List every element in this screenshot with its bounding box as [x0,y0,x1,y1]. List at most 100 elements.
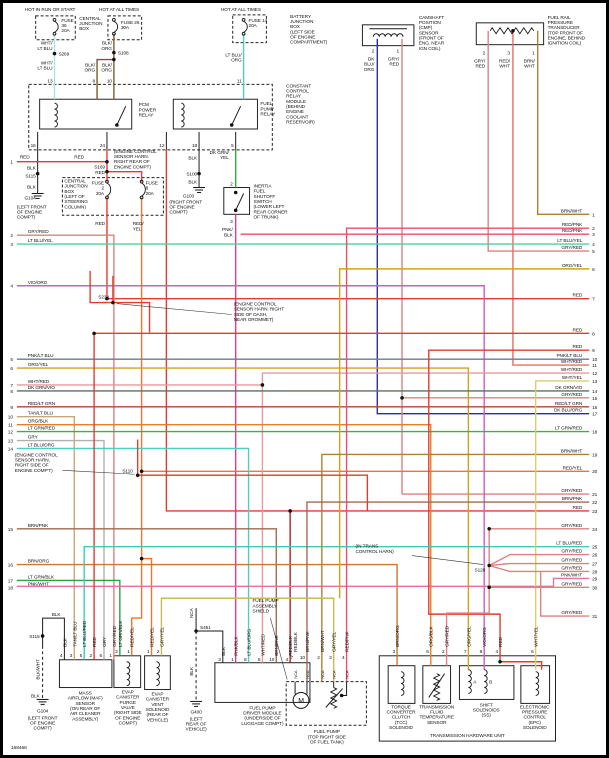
label: 2 [442,649,445,655]
junction-dot [487,527,491,531]
label: HOT AT ALL TIMES [99,7,139,13]
junction-dot [400,396,404,400]
label: 1 [109,653,112,659]
label: GRY/RED [561,488,583,494]
label: 4 [496,649,499,655]
label: GRY/RED [561,610,583,616]
label: RED/WHT [499,59,511,70]
label: G104 [24,195,36,201]
wire-wht_red [261,372,590,663]
junction-dot [339,693,344,698]
label: NCA [293,670,298,679]
wire-lt_grn_blk [16,579,121,656]
label: RED/YEL [130,627,136,647]
label: 21 [592,492,598,498]
label: G104 [37,708,49,714]
coil-icon [181,102,185,128]
label: LT BLU/ORG [247,629,253,656]
label: S115 [25,174,36,180]
junction-dot [115,123,119,127]
motor-icon-label: M [298,698,304,705]
label: RED [498,636,504,646]
label: GRY [102,636,108,647]
label: RED [573,327,583,333]
label: GRY/RED [561,558,583,564]
label: GRY/YEL [159,627,165,647]
motor-icon [292,692,310,709]
label: RED/YEL [150,627,156,647]
label: RED/LT GRN [555,401,583,407]
label: WHT/YEL [562,375,583,381]
label: 6 [426,649,429,655]
label: NCA [332,670,337,679]
label: 1 [592,212,595,218]
coil-icon [372,33,404,37]
label: 17 [8,578,14,584]
label: 9 [592,348,595,354]
label: WHT/RED [561,367,583,373]
resistor-icon [432,673,441,701]
wire-red_yel [141,557,153,656]
wire-org_blk [16,423,432,666]
label: 168466 [11,745,27,751]
label: 17 [592,412,598,418]
wire-gry_red [487,30,590,252]
label: 28 [592,569,598,575]
label: 13 [592,379,598,385]
wire-gry_red [489,562,590,567]
label: RED/PNK [562,228,583,234]
label: GRY/RED [388,57,400,68]
label: 3 [218,657,221,663]
label: A [473,680,477,686]
fuse-icon [141,182,146,197]
label: ORG/YEL [562,263,583,269]
label: BLK [52,612,62,618]
component-box [361,24,415,47]
junction-dot [105,296,109,301]
label: 16 [8,563,14,569]
wire-blk [196,630,224,663]
label: TRANSMISSION HARDWARE UNIT [430,733,505,739]
label: LT BLU/RED [556,541,583,547]
label: 7 [464,649,467,655]
label: 16 [592,405,598,411]
callout-leader [270,618,288,680]
coil-icon [484,669,488,694]
label: WHT/RED [28,379,50,385]
component-box [39,98,133,130]
wire-red_yel [131,197,143,656]
label: 11 [8,423,13,429]
junction-dot [498,659,502,664]
fuse-icon [112,18,116,22]
label: BLK [189,666,195,676]
label: 14 [592,389,598,395]
label: S451 [200,625,211,631]
junction-dot [229,123,234,127]
label: BLK [62,637,68,647]
label: WHT/RED [260,634,266,656]
label: BRN/PNK [305,630,311,651]
component-box [285,681,367,726]
label: NCA [345,670,350,679]
label: 10 [300,655,306,661]
label: BRN/WHT [524,59,536,70]
label: LT BLU/YEL [28,238,53,244]
label: 3 [393,649,396,655]
wire-red [136,439,369,511]
callout-leader [62,469,135,475]
label: LT BLU/ORG [225,53,242,64]
label: RED/YEL [133,221,145,232]
label: BRN/WHT [320,630,326,652]
wire-gry_red [488,564,590,573]
wire-vio_org [16,285,485,670]
label: RED [92,636,98,646]
